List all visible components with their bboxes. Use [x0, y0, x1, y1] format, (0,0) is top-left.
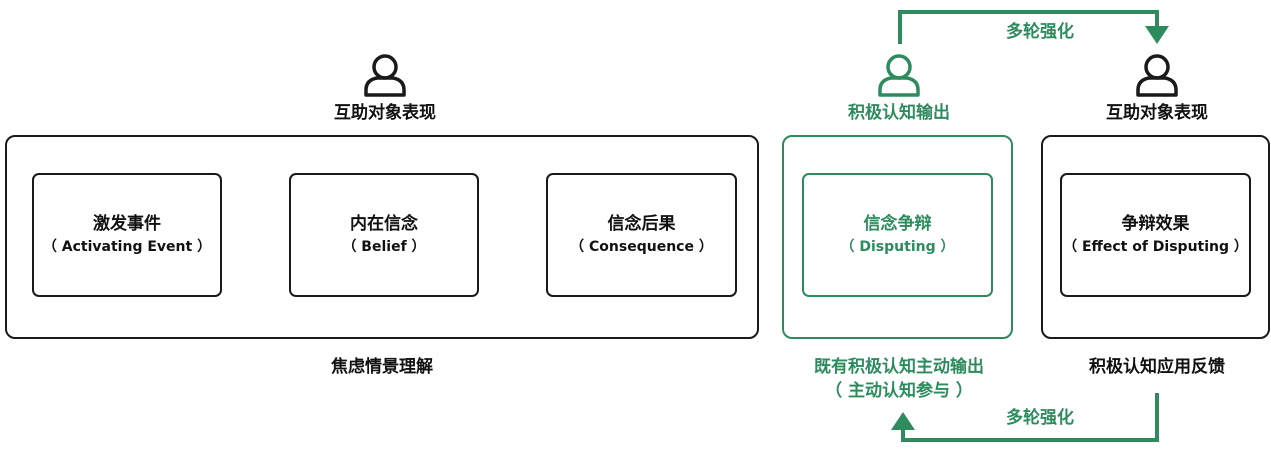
person-icon [364, 54, 406, 97]
box-subtitle: （ Activating Event ） [42, 239, 212, 255]
effect-of-disputing-box: 争辩效果 （ Effect of Disputing ） [1060, 173, 1251, 297]
bottom-arrow-label: 多轮强化 [1006, 408, 1074, 428]
consequence-box: 信念后果 （ Consequence ） [546, 173, 737, 297]
person-icon [1136, 54, 1178, 97]
belief-box: 内在信念 （ Belief ） [289, 173, 479, 297]
box-subtitle: （ Disputing ） [840, 239, 955, 255]
middle-bottom-label-2: （ 主动认知参与 ） [825, 381, 973, 401]
box-subtitle: （ Belief ） [342, 239, 426, 255]
effect-container: 争辩效果 （ Effect of Disputing ） [1041, 135, 1270, 339]
left-top-label: 互助对象表现 [334, 103, 436, 123]
right-top-label: 互助对象表现 [1106, 103, 1208, 123]
bottom-loop-arrow [891, 393, 1159, 442]
left-bottom-label: 焦虑情景理解 [331, 357, 433, 377]
box-subtitle: （ Consequence ） [570, 239, 713, 255]
person-icon [878, 54, 920, 97]
anxiety-scenario-container: 激发事件 （ Activating Event ） 内在信念 （ Belief … [5, 135, 759, 339]
disputing-container: 信念争辩 （ Disputing ） [782, 135, 1013, 339]
box-title: 争辩效果 [1121, 214, 1190, 234]
top-loop-arrow [898, 10, 1169, 44]
disputing-box: 信念争辩 （ Disputing ） [802, 173, 993, 297]
box-subtitle: （ Effect of Disputing ） [1063, 239, 1248, 255]
box-title: 信念争辩 [863, 214, 932, 234]
box-title: 信念后果 [607, 214, 676, 234]
top-arrow-label: 多轮强化 [1006, 22, 1074, 42]
right-bottom-label: 积极认知应用反馈 [1089, 357, 1225, 377]
activating-event-box: 激发事件 （ Activating Event ） [32, 173, 222, 297]
middle-bottom-label-1: 既有积极认知主动输出 [814, 357, 984, 377]
middle-top-label: 积极认知输出 [848, 103, 950, 123]
box-title: 激发事件 [93, 214, 161, 234]
box-title: 内在信念 [350, 214, 418, 234]
